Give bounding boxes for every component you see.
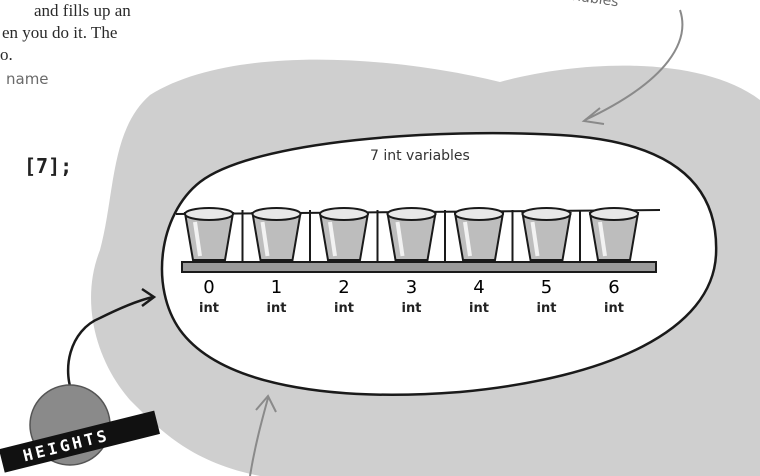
shelf-base (182, 262, 656, 272)
cup-rim-0 (185, 208, 233, 220)
slot-type-label: int (469, 301, 489, 316)
slot-index-label: 0 (203, 277, 214, 298)
body-text-line1: and fills up an (34, 0, 131, 22)
slot-index-label: 4 (473, 277, 484, 298)
slot-type-label: int (199, 301, 219, 316)
cup-rim-2 (320, 208, 368, 220)
cup-rim-4 (455, 208, 503, 220)
slot-index-label: 3 (406, 277, 417, 298)
body-text-line2: en you do it. The (2, 22, 117, 44)
code-fragment: [7]; (24, 154, 72, 178)
cup-rim-3 (388, 208, 436, 220)
cup-rim-6 (590, 208, 638, 220)
slot-index-label: 6 (608, 277, 619, 298)
slot-type-label: int (334, 301, 354, 316)
slot-type-label: int (537, 301, 557, 316)
cup-rim-1 (253, 208, 301, 220)
cup-rim-5 (523, 208, 571, 220)
oval-label: 7 int variables (370, 148, 470, 164)
body-text-line3: o. (0, 44, 13, 66)
name-note: name (6, 70, 49, 88)
slot-type-label: int (402, 301, 422, 316)
slot-index-label: 5 (541, 277, 552, 298)
slot-index-label: 1 (271, 277, 282, 298)
slot-type-label: int (267, 301, 287, 316)
slot-type-label: int (604, 301, 624, 316)
slot-index-label: 2 (338, 277, 349, 298)
